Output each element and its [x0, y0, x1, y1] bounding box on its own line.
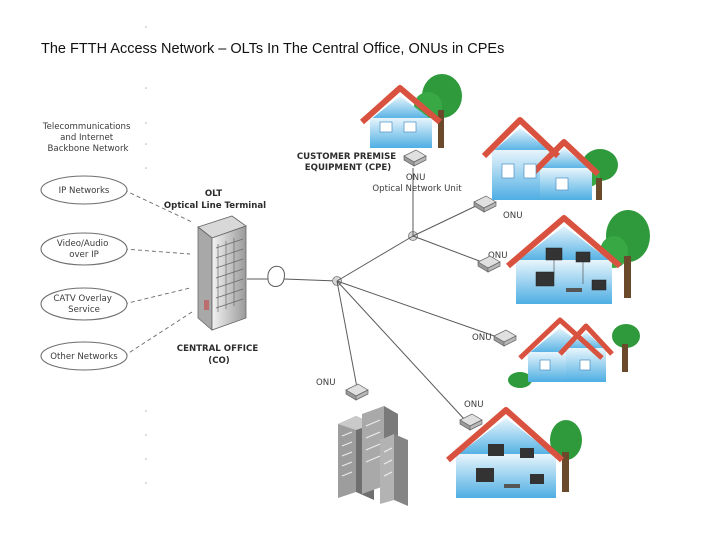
onu-device-icon	[473, 195, 497, 213]
onu-main-label: ONU Optical Network Unit	[372, 173, 462, 194]
onu-label: ONU	[316, 378, 335, 388]
cloud-video-audio: Video/Audio over IP	[40, 232, 128, 266]
onu-label: ONU	[472, 333, 491, 343]
house-icon	[359, 74, 462, 148]
page-title: The FTTH Access Network – OLTs In The Ce…	[41, 41, 505, 57]
central-office-label: CENTRAL OFFICE (CO)	[177, 344, 261, 366]
link-ip-networks	[123, 189, 193, 223]
house-icon	[508, 317, 640, 388]
cloud-links	[123, 189, 193, 357]
onu-device-icon	[345, 383, 369, 401]
onu-device-icon	[493, 329, 517, 347]
link-catv	[123, 287, 191, 305]
cloud-other-networks: Other Networks	[40, 341, 128, 371]
olt-rack-icon	[197, 215, 247, 331]
onu-device-icon	[477, 255, 501, 273]
svg-text:Other Networks: Other Networks	[50, 352, 118, 362]
onu-label: ONU	[503, 211, 522, 221]
distribution-fibers	[336, 168, 501, 421]
svg-text:IP Networks: IP Networks	[59, 186, 110, 196]
onu-device-icon	[403, 149, 427, 167]
office-building-icon	[338, 406, 408, 506]
cpe-label: CUSTOMER PREMISE EQUIPMENT (CPE)	[297, 152, 399, 173]
cloud-catv-label: CATV Overlay Service	[53, 294, 114, 315]
cloud-video-audio-label: Video/Audio over IP	[57, 239, 111, 260]
backbone-label: Telecommunications and Internet Backbone…	[42, 122, 133, 154]
house-icon	[481, 117, 618, 200]
feeder-fiber	[247, 265, 338, 287]
onu-label: ONU	[488, 251, 507, 261]
dotted-guide	[145, 26, 147, 484]
olt-label: OLT Optical Line Terminal	[164, 189, 266, 211]
cloud-ip-networks: IP Networks	[40, 175, 128, 205]
onu-device-icon	[459, 413, 483, 431]
link-video-audio	[123, 248, 191, 255]
cloud-catv: CATV Overlay Service	[40, 287, 128, 321]
house-icon	[506, 210, 650, 304]
house-icon	[446, 407, 582, 498]
onu-label: ONU	[464, 400, 483, 410]
